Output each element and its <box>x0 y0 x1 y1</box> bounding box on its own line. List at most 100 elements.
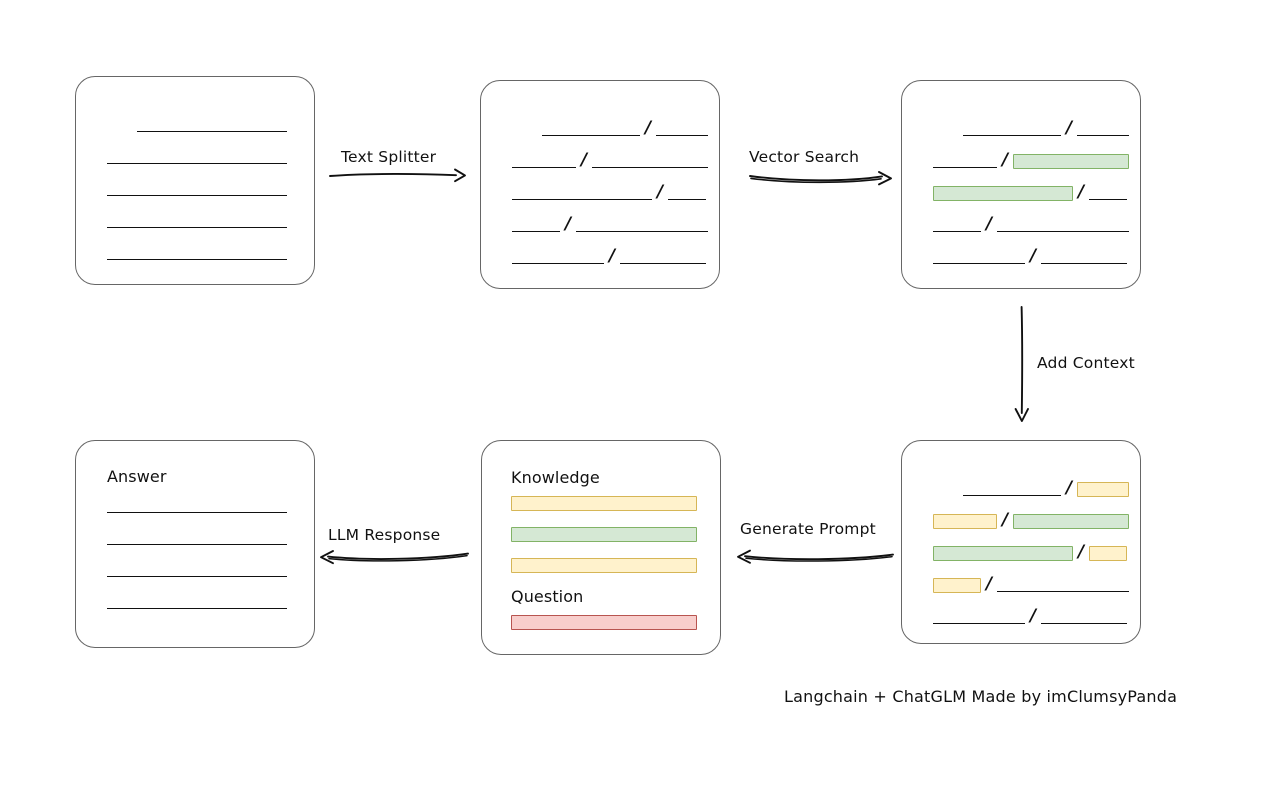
prompt-box[interactable]: Knowledge Question <box>481 440 721 655</box>
text-line-segment <box>668 199 707 200</box>
vector-matches-box[interactable]: / / / / / <box>901 80 1141 289</box>
text-line-segment <box>933 263 1025 264</box>
slash-separator: / <box>1066 478 1073 498</box>
text-line-segment <box>137 131 287 132</box>
slash-separator: / <box>1030 606 1037 626</box>
text-line-segment <box>933 167 997 168</box>
text-line-segment <box>576 231 709 232</box>
text-line-segment <box>512 199 652 200</box>
document-row <box>107 149 287 165</box>
document-row: / <box>933 214 1130 234</box>
question-bar-red <box>511 615 697 630</box>
document-row: / <box>933 150 1130 170</box>
edge-vector-search[interactable] <box>748 162 894 192</box>
context-added-box[interactable]: / / / / / <box>901 440 1141 644</box>
answer-label: Answer <box>107 467 167 486</box>
text-line-segment <box>542 135 640 136</box>
text-line-segment <box>1077 135 1130 136</box>
answer-text-line <box>107 608 287 609</box>
slash-separator: / <box>1066 118 1073 138</box>
text-line-segment <box>933 231 981 232</box>
vector-matches-rows: / / / / / <box>902 81 1140 288</box>
answer-text-line <box>107 512 287 513</box>
document-row: / <box>963 118 1130 138</box>
split-chunks-box[interactable]: / / / / / <box>480 80 720 289</box>
split-chunks-rows: / / / / / <box>481 81 719 288</box>
text-line-segment <box>1041 623 1128 624</box>
edge-text-splitter-label: Text Splitter <box>341 148 437 166</box>
edge-vector-search-label: Vector Search <box>749 148 860 166</box>
text-line-segment <box>1089 199 1128 200</box>
edge-text-splitter[interactable] <box>328 160 468 190</box>
document-row: / <box>963 478 1130 498</box>
document-row <box>107 245 287 261</box>
edge-llm-response[interactable] <box>318 542 470 572</box>
slash-separator: / <box>1078 542 1085 562</box>
slash-separator: / <box>986 574 993 594</box>
context-added-rows: / / / / / <box>902 441 1140 643</box>
edge-add-context-label: Add Context <box>1037 354 1135 372</box>
document-row: / <box>933 510 1130 530</box>
knowledge-bar-yellow <box>511 558 697 573</box>
text-line-segment <box>512 231 560 232</box>
highlighted-chunk-green <box>933 545 1073 561</box>
text-line-segment <box>620 263 707 264</box>
text-line-segment <box>107 163 287 164</box>
knowledge-bar-yellow <box>511 496 697 511</box>
question-label: Question <box>511 587 584 606</box>
highlighted-chunk-green <box>933 185 1073 201</box>
highlighted-chunk-yellow <box>1089 545 1128 561</box>
highlighted-chunk-yellow <box>933 577 981 593</box>
document-row: / <box>512 246 707 266</box>
document-row: / <box>512 182 707 202</box>
slash-separator: / <box>657 182 664 202</box>
document-row: / <box>933 542 1128 562</box>
text-line-segment <box>933 623 1025 624</box>
text-line-segment <box>107 227 287 228</box>
knowledge-bar-green <box>511 527 697 542</box>
slash-separator: / <box>645 118 652 138</box>
document-row <box>107 181 287 197</box>
document-row <box>137 117 287 133</box>
document-row: / <box>933 246 1128 266</box>
edge-llm-response-label: LLM Response <box>328 526 441 544</box>
slash-separator: / <box>609 246 616 266</box>
text-line-segment <box>963 495 1061 496</box>
answer-box[interactable]: Answer <box>75 440 315 648</box>
document-row: / <box>933 574 1130 594</box>
source-document-box[interactable] <box>75 76 315 285</box>
slash-separator: / <box>1002 510 1009 530</box>
text-line-segment <box>512 263 604 264</box>
slash-separator: / <box>986 214 993 234</box>
text-line-segment <box>1041 263 1128 264</box>
text-line-segment <box>997 231 1130 232</box>
text-line-segment <box>656 135 709 136</box>
edge-generate-prompt[interactable] <box>735 542 895 572</box>
text-line-segment <box>592 167 709 168</box>
text-line-segment <box>107 259 287 260</box>
highlighted-chunk-green <box>1013 153 1130 169</box>
slash-separator: / <box>1002 150 1009 170</box>
document-row: / <box>933 182 1128 202</box>
knowledge-label: Knowledge <box>511 468 600 487</box>
text-line-segment <box>512 167 576 168</box>
document-row: / <box>542 118 709 138</box>
document-row <box>107 213 287 229</box>
answer-text-line <box>107 544 287 545</box>
slash-separator: / <box>1030 246 1037 266</box>
document-row: / <box>933 606 1128 626</box>
slash-separator: / <box>581 150 588 170</box>
document-row: / <box>512 150 709 170</box>
answer-text-line <box>107 576 287 577</box>
highlighted-chunk-yellow <box>933 513 997 529</box>
slash-separator: / <box>1078 182 1085 202</box>
document-row: / <box>512 216 709 233</box>
text-line-segment <box>963 135 1061 136</box>
edge-add-context[interactable] <box>1008 305 1038 423</box>
text-line-segment <box>107 195 287 196</box>
footer-credit: Langchain + ChatGLM Made by imClumsyPand… <box>784 687 1178 706</box>
highlighted-chunk-green <box>1013 513 1130 529</box>
source-document-rows <box>76 77 314 284</box>
edge-generate-prompt-label: Generate Prompt <box>740 520 876 538</box>
